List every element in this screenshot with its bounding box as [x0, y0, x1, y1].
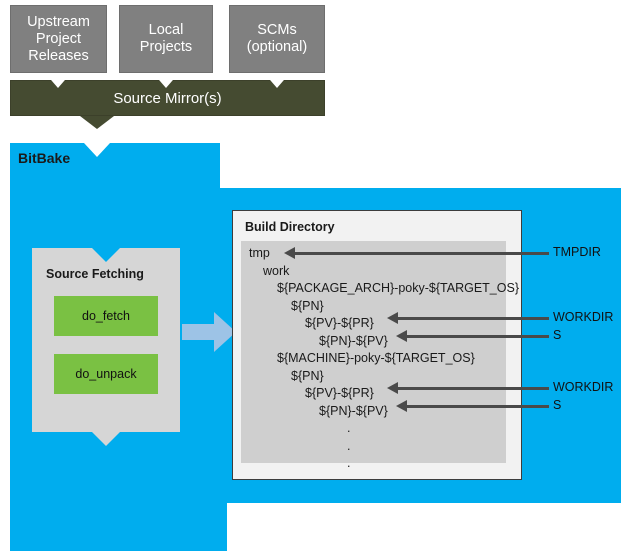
- connector-line-workdir-1: [398, 317, 549, 320]
- flow-arrow-shaft: [182, 324, 216, 340]
- tree-row-pn-1: ${PN}: [291, 298, 324, 313]
- connector-head-tmpdir: [284, 247, 295, 259]
- task-do-fetch[interactable]: do_fetch: [54, 296, 158, 336]
- bitbake-region-upper: [10, 143, 220, 189]
- source-box-local-projects[interactable]: Local Projects: [119, 5, 213, 73]
- connector-line-s-1: [407, 335, 549, 338]
- source-box-local-projects-label: Local Projects: [139, 22, 193, 55]
- bitbake-label: BitBake: [18, 150, 71, 166]
- source-mirror-label: Source Mirror(s): [113, 89, 222, 107]
- connector-line-s-2: [407, 405, 549, 408]
- tree-row-package-arch: ${PACKAGE_ARCH}-poky-${TARGET_OS}: [277, 281, 519, 295]
- variable-label-s-2: S: [553, 398, 562, 412]
- connector-head-s-1: [396, 330, 407, 342]
- source-fetching-outlet-tab: [92, 432, 120, 446]
- tree-row-pv-pr-2: ${PV}-${PR}: [305, 386, 374, 400]
- source-box-upstream[interactable]: Upstream Project Releases: [10, 5, 107, 73]
- task-do-unpack[interactable]: do_unpack: [54, 354, 158, 394]
- directory-tree: tmp work ${PACKAGE_ARCH}-poky-${TARGET_OS}…: [241, 245, 519, 473]
- flow-arrow-right: [182, 312, 238, 352]
- local-projects-outlet-notch: [153, 73, 179, 88]
- source-box-scms[interactable]: SCMs (optional): [229, 5, 325, 73]
- tree-row-pn-pv-2: ${PN}-${PV}: [319, 403, 388, 418]
- tree-row-pv-pr-1: ${PV}-${PR}: [305, 316, 374, 330]
- variable-label-s-1: S: [553, 328, 562, 342]
- connector-head-workdir-2: [387, 382, 398, 394]
- source-fetching-inlet-notch: [92, 248, 120, 262]
- tree-row-ellipsis-3: .: [347, 456, 351, 470]
- tree-row-tmp: tmp: [249, 246, 270, 260]
- variable-label-workdir-1: WORKDIR: [553, 310, 614, 324]
- task-do-fetch-label: do_fetch: [82, 309, 130, 323]
- source-fetching-title: Source Fetching: [46, 267, 144, 281]
- upstream-outlet-notch: [45, 73, 71, 88]
- tree-row-ellipsis-2: .: [347, 438, 351, 453]
- flow-arrow-head: [214, 312, 236, 352]
- build-directory-inner-panel: tmp work ${PACKAGE_ARCH}-poky-${TARGET_OS}…: [241, 241, 519, 470]
- tree-row-work: work: [263, 263, 290, 278]
- connector-line-workdir-2: [398, 387, 549, 390]
- scms-outlet-notch: [264, 73, 290, 88]
- source-fetching-group: Source Fetching do_fetch do_unpack: [32, 248, 180, 432]
- bitbake-region-foot: [10, 500, 227, 551]
- tree-row-pn-2: ${PN}: [291, 368, 324, 383]
- tree-row-ellipsis-1: .: [347, 421, 351, 435]
- task-do-unpack-label: do_unpack: [75, 367, 137, 381]
- source-box-scms-label: SCMs (optional): [246, 22, 308, 55]
- connector-line-tmpdir: [295, 252, 549, 255]
- variable-label-tmpdir: TMPDIR: [553, 245, 601, 259]
- connector-head-workdir-1: [387, 312, 398, 324]
- source-box-upstream-label: Upstream Project Releases: [27, 13, 90, 64]
- source-mirror-outlet-tab: [80, 116, 114, 129]
- variable-label-workdir-2: WORKDIR: [553, 380, 614, 394]
- connector-head-s-2: [396, 400, 407, 412]
- tree-row-machine: ${MACHINE}-poky-${TARGET_OS}: [277, 351, 475, 365]
- bitbake-inlet-notch: [84, 143, 110, 157]
- build-directory-title: Build Directory: [245, 220, 335, 234]
- build-directory-panel: Build Directory tmp work ${PACKAGE_ARCH}-p…: [232, 210, 522, 480]
- tree-row-pn-pv-1: ${PN}-${PV}: [319, 333, 388, 348]
